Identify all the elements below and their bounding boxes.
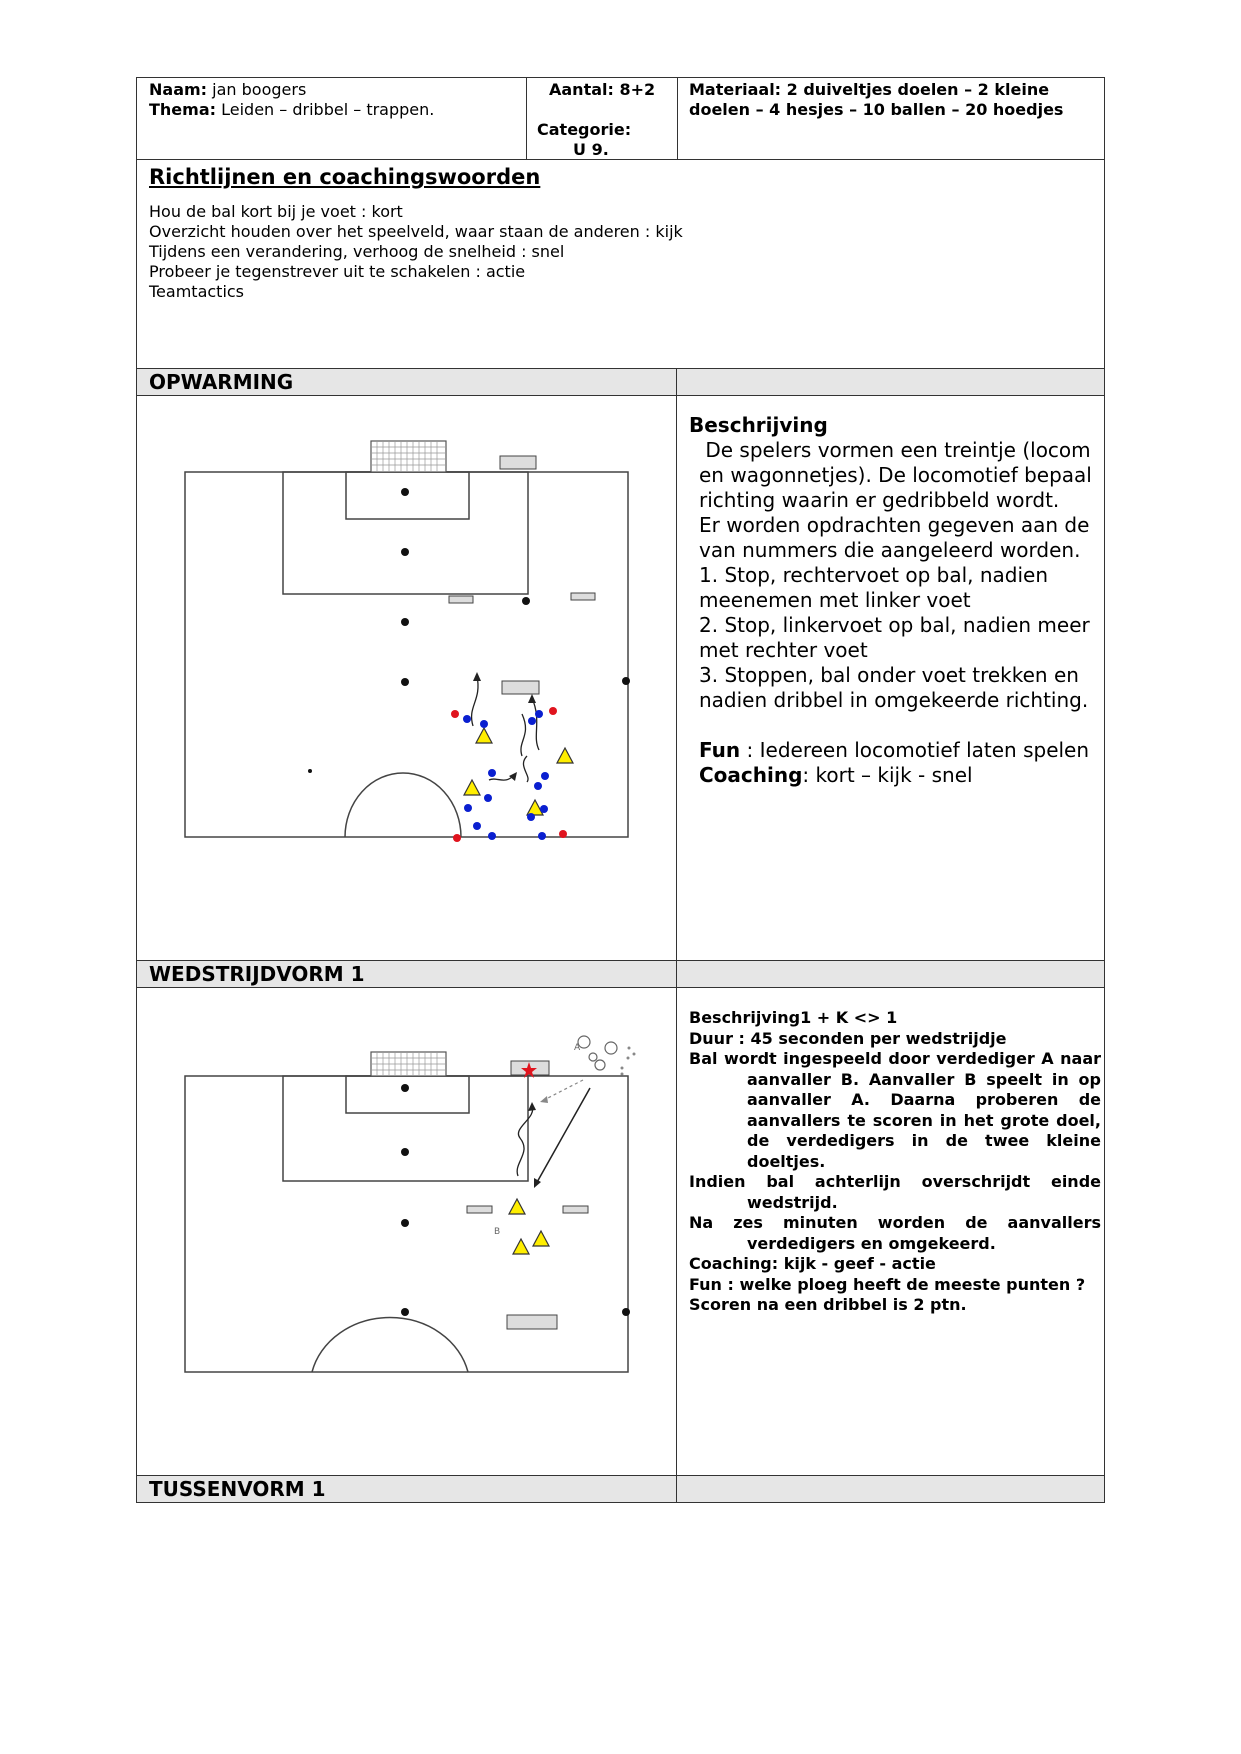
diagram-label-b: B — [494, 1227, 500, 1237]
warmup-header-row: OPWARMING — [136, 369, 1105, 396]
guideline-line: Tijdens een verandering, verhoog de snel… — [149, 242, 565, 261]
match1-field-diagram: A B — [184, 1035, 636, 1373]
match1-header-row: WEDSTRIJDVORM 1 — [136, 961, 1105, 988]
warmup-desc-line: 3. Stoppen, bal onder voet trekken en — [699, 663, 1079, 687]
inter1-header-row: TUSSENVORM 1 — [136, 1476, 1105, 1503]
warmup-field-diagram — [184, 440, 630, 842]
warmup-desc-line: 2. Stop, linkervoet op bal, nadien meer — [699, 613, 1090, 637]
match1-diagram-cell: A B — [137, 988, 676, 1475]
materiaal-cell: Materiaal: 2 duiveltjes doelen – 2 klein… — [689, 80, 1099, 159]
match1-desc-line: Beschrijving1 + K <> 1 — [689, 1008, 898, 1027]
inter1-title: TUSSENVORM 1 — [137, 1476, 676, 1502]
categorie-label: Categorie: — [537, 120, 632, 139]
guideline-line: Probeer je tegenstrever uit te schakelen… — [149, 262, 526, 281]
aantal-text: Aantal: 8+2 — [549, 80, 656, 99]
warmup-desc-line: en wagonnetjes). De locomotief bepaal — [699, 463, 1092, 487]
warmup-desc-line: van nummers die aangeleerd worden. — [699, 538, 1081, 562]
match1-description-cell: Beschrijving1 + K <> 1 Duur : 45 seconde… — [689, 1008, 1101, 1475]
warmup-desc-line: De spelers vormen een treintje (locom — [699, 438, 1091, 462]
warmup-desc-title: Beschrijving — [689, 413, 828, 437]
diagram-label-a: A — [574, 1043, 581, 1053]
guideline-line: Overzicht houden over het speelveld, waa… — [149, 222, 683, 241]
match1-content-row: A B Beschrijving1 + K <> 1 Duur : 45 sec… — [136, 988, 1105, 1476]
naam-label: Naam: — [149, 80, 208, 99]
match1-para2: Indien bal achterlijn overschrijdt einde… — [689, 1172, 1101, 1212]
match1-score: Scoren na een dribbel is 2 ptn. — [689, 1295, 967, 1314]
warmup-diagram-cell — [137, 396, 676, 960]
warmup-desc-line: richting waarin er gedribbeld wordt. — [699, 488, 1060, 512]
header-row: Naam: jan boogers Thema: Leiden – dribbe… — [136, 77, 1105, 160]
warmup-desc-line: meenemen met linker voet — [699, 588, 971, 612]
thema-value: Leiden – dribbel – trappen. — [221, 100, 435, 119]
materiaal-line1: Materiaal: 2 duiveltjes doelen – 2 klein… — [689, 80, 1050, 99]
warmup-fun-label: Fun — [699, 738, 741, 762]
warmup-coaching-value: : kort – kijk - snel — [802, 763, 973, 787]
match1-para3: Na zes minuten worden de aanvallers verd… — [689, 1213, 1101, 1253]
warmup-fun: Fun : Iedereen locomotief laten spelen — [699, 738, 1104, 763]
materiaal-line2: doelen – 4 hesjes – 10 ballen – 20 hoedj… — [689, 100, 1064, 119]
guidelines-title: Richtlijnen en coachingswoorden — [149, 165, 541, 189]
warmup-coaching: Coaching: kort – kijk - snel — [699, 763, 1104, 788]
guidelines-row: Richtlijnen en coachingswoorden Hou de b… — [136, 160, 1105, 369]
warmup-desc-line: met rechter voet — [699, 638, 868, 662]
warmup-content-row: Beschrijving De spelers vormen een trein… — [136, 396, 1105, 961]
thema-label: Thema: — [149, 100, 217, 119]
warmup-desc-line: 1. Stop, rechtervoet op bal, nadien — [699, 563, 1049, 587]
match1-desc-line: Duur : 45 seconden per wedstrijdje — [689, 1028, 1007, 1048]
naam-thema-cell: Naam: jan boogers Thema: Leiden – dribbe… — [149, 80, 509, 159]
match1-coaching: Coaching: kijk - geef - actie — [689, 1254, 936, 1273]
guideline-line: Teamtactics — [149, 282, 245, 301]
warmup-desc-line: Er worden opdrachten gegeven aan de — [699, 513, 1090, 537]
warmup-title: OPWARMING — [137, 369, 676, 395]
warmup-coaching-label: Coaching — [699, 763, 803, 787]
match1-fun: Fun : welke ploeg heeft de meeste punten… — [689, 1274, 1086, 1294]
warmup-description-cell: Beschrijving De spelers vormen een trein… — [689, 412, 1104, 960]
guideline-line: Hou de bal kort bij je voet : kort — [149, 202, 403, 221]
match1-title: WEDSTRIJDVORM 1 — [137, 961, 676, 987]
aantal-cell: Aantal: 8+2 Categorie: U 9. — [537, 80, 677, 159]
match1-para1: Bal wordt ingespeeld door verdediger A n… — [689, 1049, 1101, 1171]
warmup-fun-value: : Iedereen locomotief laten spelen — [740, 738, 1090, 762]
warmup-desc-line: nadien dribbel in omgekeerde richting. — [699, 688, 1089, 712]
naam-value: jan boogers — [212, 80, 307, 99]
categorie-value: U 9. — [573, 140, 609, 159]
